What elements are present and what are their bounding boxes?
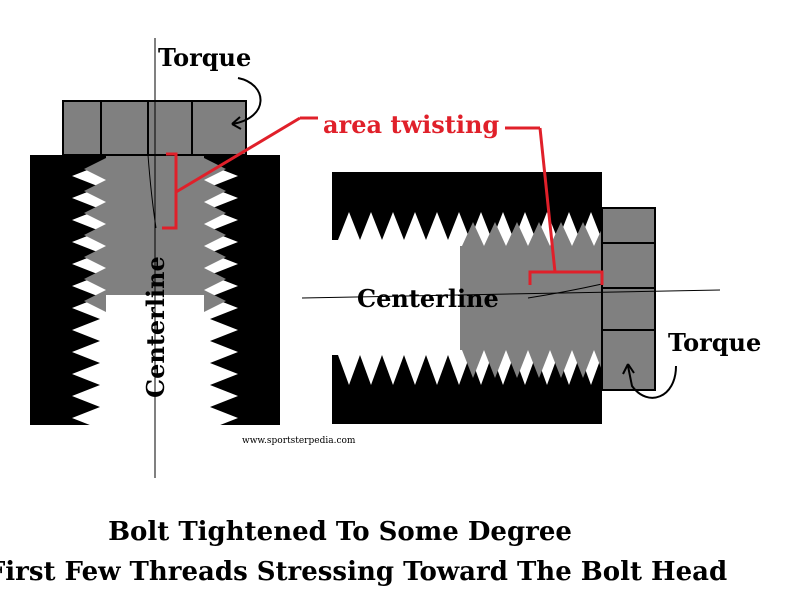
- bore-thread-tooth: [210, 407, 238, 429]
- bolt-thread-tooth: [204, 180, 226, 202]
- caption-line-2: First Few Threads Stressing Toward The B…: [0, 557, 727, 587]
- right-bolt-head: [601, 207, 656, 391]
- watermark: www.sportsterpedia.com: [242, 436, 356, 446]
- bolt-thread-tooth: [204, 268, 226, 290]
- curved-arrow-icon: [231, 77, 262, 125]
- left-bolt-assembly: [30, 38, 318, 478]
- bolt-thread-tooth: [572, 222, 594, 246]
- left-twist-line: [147, 154, 157, 229]
- bore-thread-tooth: [72, 319, 100, 341]
- right-centerline: [301, 289, 721, 299]
- bore-thread-tooth: [338, 212, 360, 240]
- bore-thread-tooth: [448, 212, 470, 240]
- bolt-thread-tooth: [484, 222, 506, 246]
- bolt-thread-tooth: [204, 224, 226, 246]
- bore-thread-tooth: [404, 355, 426, 385]
- bolt-thread-tooth: [506, 222, 528, 246]
- bolt-thread-tooth: [204, 202, 226, 224]
- torque-label-left: Torque: [158, 43, 251, 72]
- bolt-thread-tooth: [506, 350, 528, 378]
- bolt-thread-tooth: [84, 202, 106, 224]
- bolt-thread-tooth: [84, 246, 106, 268]
- bore-thread-tooth: [338, 355, 360, 385]
- bolt-thread-tooth: [84, 268, 106, 290]
- bore-thread-tooth: [426, 212, 448, 240]
- bolt-thread-tooth: [528, 350, 550, 378]
- right-bolt-assembly: [301, 126, 721, 424]
- right-twist-line: [527, 283, 603, 299]
- bolt-thread-tooth: [84, 290, 106, 312]
- bolt-thread-tooth: [484, 350, 506, 378]
- bolt-thread-tooth: [572, 350, 594, 378]
- bore-thread-tooth: [426, 355, 448, 385]
- bore-thread-tooth: [404, 212, 426, 240]
- arrowhead-icon: [231, 116, 242, 130]
- bore-thread-tooth: [72, 385, 100, 407]
- bore-thread-tooth: [448, 355, 470, 385]
- caption-line-1: Bolt Tightened To Some Degree: [108, 517, 572, 547]
- bore-thread-tooth: [360, 212, 382, 240]
- bore-thread-tooth: [210, 385, 238, 407]
- bolt-thread-tooth: [84, 180, 106, 202]
- left-leader-line: [175, 116, 301, 194]
- bore-thread-tooth: [72, 407, 100, 429]
- bore-thread-tooth: [360, 355, 382, 385]
- bore-thread-tooth: [72, 341, 100, 363]
- bolt-thread-tooth: [84, 224, 106, 246]
- bolt-thread-tooth: [84, 158, 106, 180]
- bolt-thread-tooth: [462, 222, 484, 246]
- right-area-bracket: [528, 270, 604, 285]
- bore-thread-tooth: [210, 341, 238, 363]
- arrowhead-icon: [622, 363, 635, 375]
- bore-thread-tooth: [382, 212, 404, 240]
- bore-thread-tooth: [72, 363, 100, 385]
- centerline-label-right: Centerline: [357, 284, 499, 313]
- area-twisting-label: area twisting: [323, 110, 499, 139]
- bolt-thread-tooth: [204, 290, 226, 312]
- centerline-label-left: Centerline: [141, 256, 170, 398]
- bolt-thread-tooth: [462, 350, 484, 378]
- bolt-thread-tooth: [550, 350, 572, 378]
- bore-thread-tooth: [210, 363, 238, 385]
- left-bolt-threads: [84, 158, 226, 312]
- torque-label-right: Torque: [668, 328, 761, 357]
- bolt-thread-tooth: [204, 246, 226, 268]
- bore-thread-tooth: [210, 319, 238, 341]
- curved-arrow-icon: [627, 365, 677, 399]
- bolt-thread-tooth: [528, 222, 550, 246]
- right-leader-line: [538, 127, 557, 273]
- bolt-thread-tooth: [550, 222, 572, 246]
- bore-thread-tooth: [382, 355, 404, 385]
